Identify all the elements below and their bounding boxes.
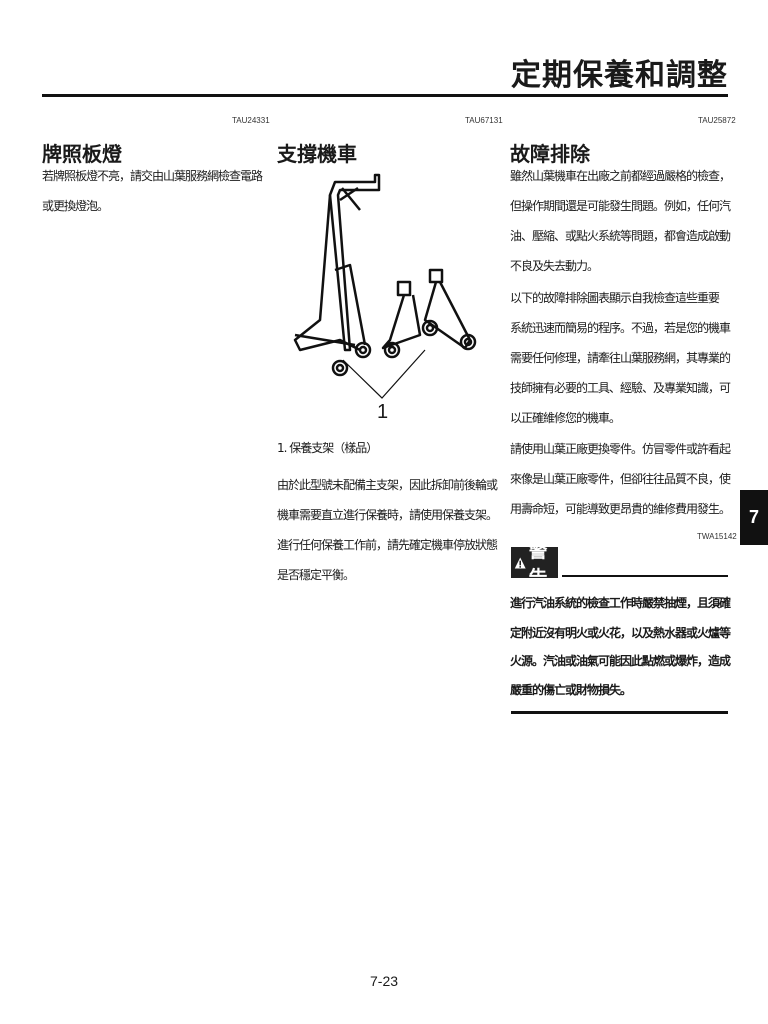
section-code: TAU67131 [465, 116, 503, 125]
body-line: 技師擁有必要的工具、經驗、及專業知識，可 [510, 381, 731, 395]
warning-line: 嚴重的傷亡或財物損失。 [510, 683, 632, 697]
body-line: 但操作期間還是可能發生問題。例如，任何汽 [510, 199, 731, 213]
warning-label-box: 警告 [511, 540, 558, 589]
body-line: 系統迅速而簡易的程序。不過，若是您的機車 [510, 321, 731, 335]
warning-label: 警告 [528, 539, 548, 589]
page-number: 7-23 [370, 973, 399, 989]
warning-line: 進行汽油系統的檢查工作時嚴禁抽煙，且須確 [510, 596, 731, 610]
body-line: 需要任何修理，請牽往山葉服務網，其專業的 [510, 351, 731, 365]
section-heading: 牌照板燈 [42, 142, 122, 166]
warning-line: 火源。汽油或油氣可能因此點燃或爆炸，造成 [510, 654, 731, 668]
header-rule [42, 94, 728, 97]
warning-bottom-rule [511, 711, 728, 714]
body-line: 是否穩定平衡。 [277, 568, 355, 582]
body-line: 油、壓縮、或點火系統等問題，都會造成啟動 [510, 229, 731, 243]
figure-caption: 1. 保養支架（樣品） [277, 441, 378, 455]
body-line: 以下的故障排除圖表顯示自我檢查這些重要 [510, 291, 720, 305]
maintenance-stand-illustration [293, 173, 477, 399]
body-line: 用壽命短，可能導致更昂貴的維修費用發生。 [510, 502, 731, 516]
warning-code: TWA15142 [697, 532, 737, 541]
section-code: TAU24331 [232, 116, 270, 125]
body-line: 機車需要直立進行保養時，請使用保養支架。 [277, 508, 498, 522]
warning-triangle-icon [514, 557, 526, 568]
warning-line: 定附近沒有明火或火花，以及熱水器或火爐等 [510, 626, 731, 640]
section-code: TAU25872 [698, 116, 736, 125]
body-line: 雖然山葉機車在出廠之前都經過嚴格的檢查， [510, 169, 731, 183]
figure-callout: 1 [377, 401, 389, 423]
body-line: 以正確維修您的機車。 [510, 411, 621, 425]
body-line: 進行任何保養工作前，請先確定機車停放狀態 [277, 538, 498, 552]
section-heading: 故障排除 [510, 142, 590, 166]
body-line: 若牌照板燈不亮，請交由山葉服務網檢查電路 [42, 169, 263, 183]
body-line: 請使用山葉正廠更換零件。仿冒零件或許看起 [510, 442, 731, 456]
body-line: 不良及失去動力。 [510, 259, 599, 273]
chapter-tab: 7 [740, 490, 768, 545]
page-title: 定期保養和調整 [511, 58, 728, 93]
warning-rule [562, 575, 728, 577]
body-line: 或更換燈泡。 [42, 199, 109, 213]
body-line: 由於此型號未配備主支架，因此拆卸前後輪或 [277, 478, 498, 492]
body-line: 來像是山葉正廠零件，但卻往往品質不良，使 [510, 472, 731, 486]
section-heading: 支撐機車 [277, 142, 357, 166]
